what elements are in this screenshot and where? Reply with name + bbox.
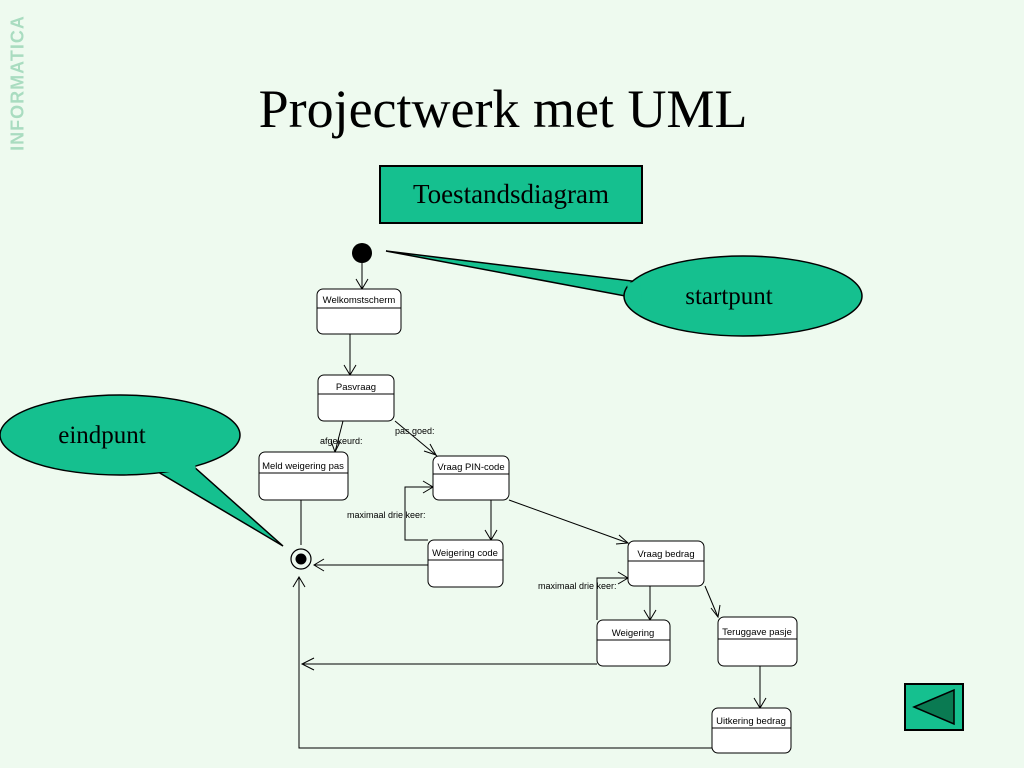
startpunt-callout-tail <box>385 250 637 299</box>
state-label-vraag-bedrag: Vraag bedrag <box>637 549 694 560</box>
state-weigering-code <box>427 539 504 588</box>
startpunt-callout <box>623 255 863 337</box>
guard-pas-goed: pas goed: <box>395 426 435 436</box>
state-vraag-pin-code <box>432 455 510 501</box>
guard-maximaal-pin: maximaal drie keer: <box>347 510 426 520</box>
state-label-uitkering-bedrag: Uitkering bedrag <box>716 716 786 727</box>
state-teruggave-pasje <box>717 616 798 667</box>
state-vraag-bedrag <box>627 540 705 587</box>
state-label-pasvraag: Pasvraag <box>336 382 376 393</box>
eindpunt-label: eindpunt <box>58 422 146 449</box>
state-weigering <box>596 619 671 667</box>
state-label-teruggave-pasje: Teruggave pasje <box>722 627 792 638</box>
state-meld-weigering-pas <box>258 451 349 501</box>
startpunt-label: startpunt <box>685 283 773 310</box>
left-triangle-icon <box>912 688 955 726</box>
state-label-meld-weigering-pas: Meld weigering pas <box>262 461 344 472</box>
end-node <box>290 548 312 570</box>
start-node <box>352 243 372 263</box>
state-welkomstscherm <box>316 288 402 335</box>
state-uitkering-bedrag <box>711 707 792 754</box>
guard-maximaal-bedrag: maximaal drie keer: <box>538 581 617 591</box>
page-title: Projectwerk met UML <box>258 79 748 139</box>
state-pasvraag <box>317 374 395 422</box>
subtitle-box: Toestandsdiagram <box>379 165 643 224</box>
state-label-weigering-code: Weigering code <box>432 548 498 559</box>
state-label-welkomstscherm: Welkomstscherm <box>323 295 396 306</box>
state-label-weigering: Weigering <box>612 628 655 639</box>
eindpunt-callout <box>0 394 241 476</box>
state-label-vraag-pin-code: Vraag PIN-code <box>437 462 504 473</box>
back-button[interactable] <box>904 683 964 731</box>
end-node-core <box>295 553 307 565</box>
guard-afgekeurd: afgekeurd: <box>320 436 363 446</box>
